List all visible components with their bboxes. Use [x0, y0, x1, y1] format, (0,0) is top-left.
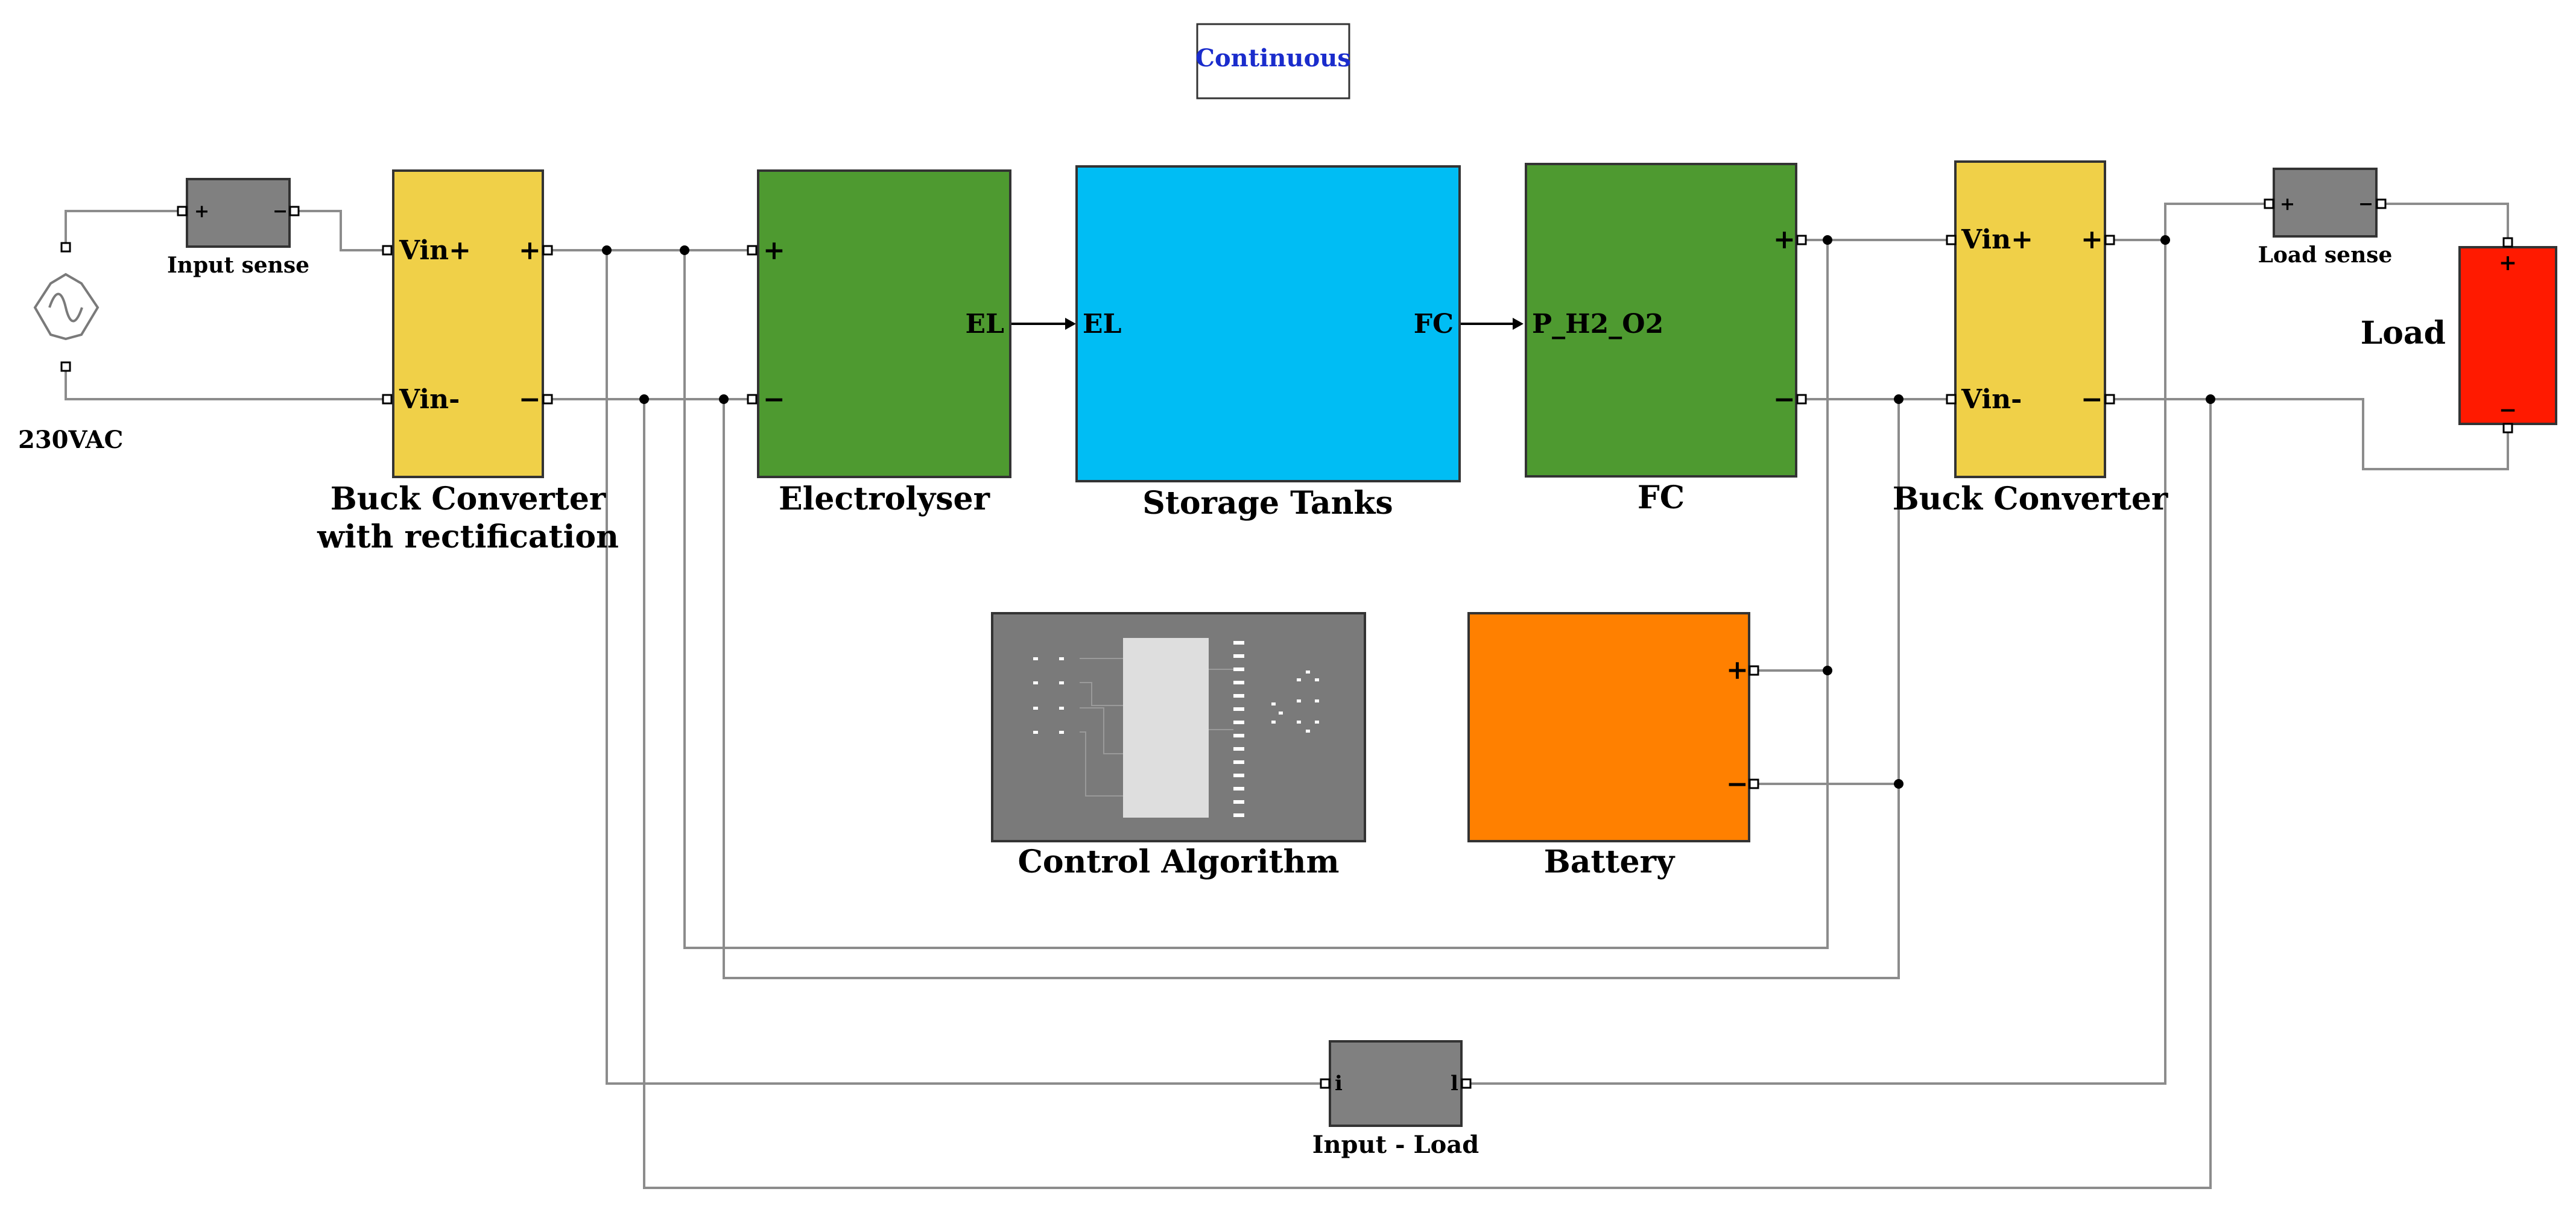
buck-in-vin-plus: Vin+ — [399, 235, 471, 266]
storage-out-label: FC — [1414, 309, 1454, 339]
junction-node — [639, 394, 649, 404]
solver-block[interactable]: Continuous — [1195, 23, 1351, 99]
load-block[interactable]: + − Load — [2361, 237, 2557, 434]
wire-src-top — [65, 210, 181, 247]
control-internal-lines — [1080, 658, 1233, 797]
buck-out-vin-minus: Vin- — [1961, 384, 2022, 415]
storage-tanks-block[interactable]: EL FC Storage Tanks — [1075, 165, 1461, 522]
input-load-out-label: l — [1451, 1071, 1458, 1096]
buck-converter-output-block[interactable]: Vin+ Vin- + − Buck Converter — [1893, 160, 2168, 517]
battery-minus: − — [1726, 769, 1748, 800]
wire-out-minus — [2108, 398, 2509, 470]
wire-src-bottom — [65, 367, 387, 400]
load-sense-minus: − — [2358, 194, 2373, 215]
input-load-block[interactable]: i l Input - Load — [1312, 1040, 1479, 1159]
input-load-title: Input - Load — [1312, 1131, 1479, 1159]
load-label: Load — [2361, 315, 2446, 352]
wires — [65, 203, 2509, 1189]
input-sense-minus: − — [273, 201, 288, 222]
input-sense-block[interactable]: + − Input sense — [167, 178, 309, 278]
buck-in-title-line1: Buck Converter — [331, 481, 606, 517]
fc-plus: + — [1773, 224, 1796, 255]
sine-wave-icon — [48, 292, 83, 323]
buck-in-out-minus: − — [519, 384, 541, 415]
ac-voltage-source[interactable]: 230VAC — [18, 242, 123, 454]
buck-in-out-plus: + — [519, 235, 541, 266]
junction-node — [680, 245, 689, 255]
electrolyser-plus: + — [763, 235, 785, 266]
junction-nodes — [602, 235, 2215, 789]
wire-loop-plus — [683, 240, 1829, 949]
load-sense-plus: + — [2280, 194, 2295, 215]
fuel-cell-block[interactable]: P_H2_O2 + − FC — [1525, 163, 1807, 516]
junction-node — [2160, 235, 2170, 245]
fc-title: FC — [1638, 479, 1685, 516]
control-title: Control Algorithm — [1018, 844, 1340, 880]
electrolyser-minus: − — [763, 384, 785, 415]
buck-out-out-plus: + — [2081, 224, 2103, 255]
junction-node — [602, 245, 612, 255]
buck-in-vin-minus: Vin- — [399, 384, 460, 415]
electrolyser-block[interactable]: + − EL Electrolyser — [747, 169, 1011, 517]
battery-title: Battery — [1544, 844, 1676, 880]
wire-sense-to-buck — [296, 210, 387, 251]
storage-in-label: EL — [1083, 309, 1121, 339]
wire-loop-minus — [723, 399, 1900, 979]
battery-plus: + — [1726, 655, 1748, 686]
junction-node — [2206, 394, 2215, 404]
source-label: 230VAC — [18, 426, 123, 454]
battery-block[interactable]: + − Battery — [1467, 612, 1759, 880]
buck-out-title: Buck Converter — [1893, 481, 2168, 517]
control-pin-marks — [1033, 641, 1319, 817]
fc-minus: − — [1773, 384, 1796, 415]
buck-converter-input-block[interactable]: Vin+ Vin- + − Buck Converter with rectif… — [317, 169, 619, 555]
electrolyser-out-label: EL — [966, 309, 1004, 339]
junction-node — [1823, 666, 1832, 675]
junction-node — [1894, 779, 1904, 789]
input-load-in-label: i — [1335, 1071, 1343, 1096]
solver-label: Continuous — [1195, 44, 1351, 72]
buck-out-out-minus: − — [2081, 384, 2103, 415]
input-sense-plus: + — [194, 201, 209, 222]
signal-fc-arrowhead — [1513, 318, 1524, 330]
load-plus: + — [2499, 250, 2517, 276]
load-minus: − — [2499, 397, 2517, 423]
load-sense-label: Load sense — [2258, 242, 2393, 268]
storage-title: Storage Tanks — [1142, 485, 1393, 522]
junction-node — [719, 394, 729, 404]
input-sense-label: Input sense — [167, 253, 309, 278]
electrolyser-title: Electrolyser — [779, 481, 990, 517]
fc-in-label: P_H2_O2 — [1532, 309, 1663, 339]
wire-loadsense-to-load — [2382, 203, 2509, 241]
junction-node — [1894, 394, 1904, 404]
buck-out-vin-plus: Vin+ — [1961, 224, 2033, 255]
control-chip-icon — [1123, 638, 1209, 818]
buck-in-title-line2: with rectification — [317, 519, 619, 555]
wire-out-plus — [2108, 203, 2268, 241]
wire-current-out — [1466, 240, 2166, 1085]
control-algorithm-block[interactable]: Control Algorithm — [991, 612, 1366, 880]
signal-el-arrowhead — [1065, 318, 1076, 330]
junction-node — [1823, 235, 1832, 245]
load-sense-block[interactable]: + − Load sense — [2258, 168, 2393, 268]
wire-bottom-loop — [643, 399, 2212, 1189]
wire-current-in — [606, 250, 1323, 1085]
